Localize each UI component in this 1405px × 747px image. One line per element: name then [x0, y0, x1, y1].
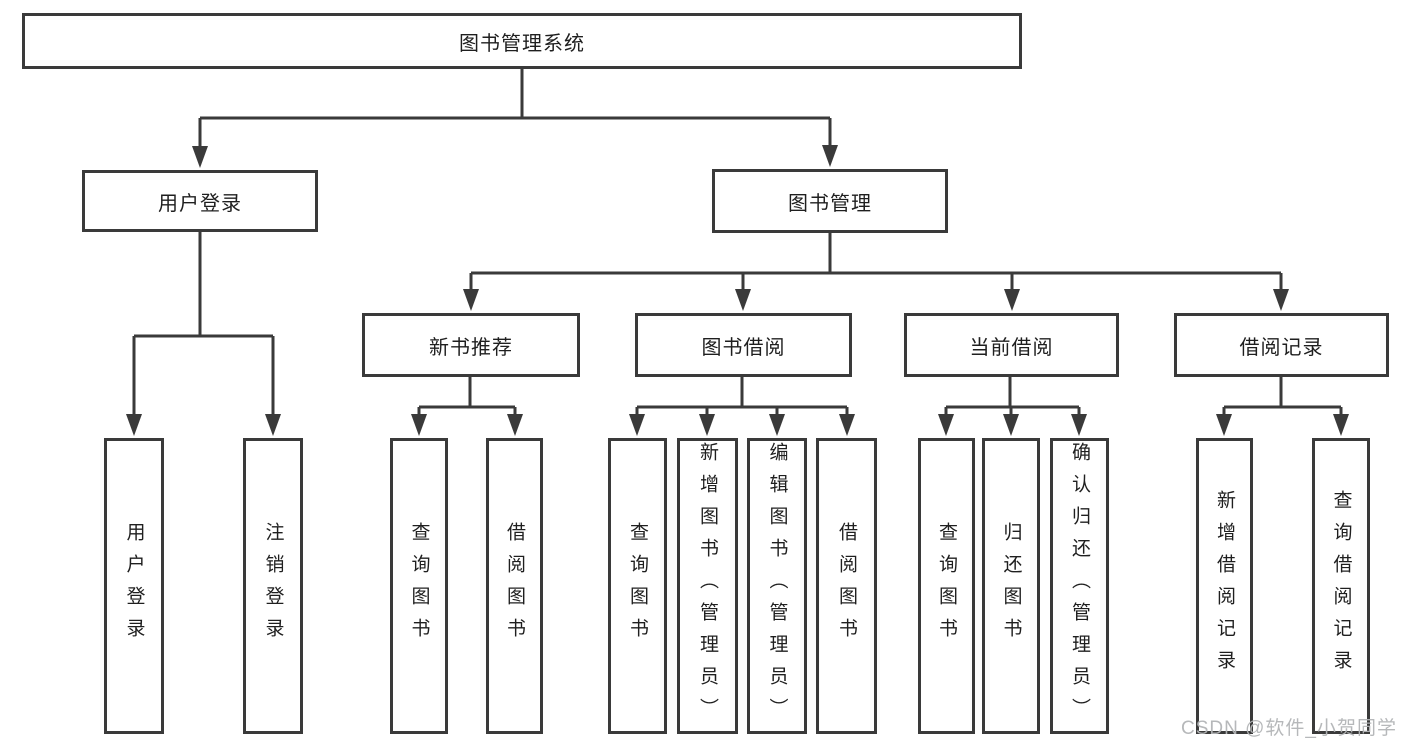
node-label: 借阅记录 — [1239, 336, 1324, 359]
leaf-user-login: 用户登录 — [104, 438, 164, 734]
node-book-borrow: 图书借阅 — [635, 313, 852, 377]
node-label: 用户登录 — [158, 192, 242, 215]
leaf-query-books-recommend: 查询图书 — [390, 438, 448, 734]
watermark: CSDN @软件_小贺同学 — [1181, 718, 1397, 739]
node-label: 查询借阅记录 — [1330, 490, 1352, 682]
node-label: 借阅图书 — [504, 522, 525, 650]
node-new-book-recommend: 新书推荐 — [362, 313, 580, 377]
node-user-login: 用户登录 — [82, 170, 318, 232]
node-label: 图书管理系统 — [459, 32, 585, 55]
node-label: 图书借阅 — [701, 336, 786, 359]
node-label: 查询图书 — [408, 522, 430, 650]
node-label: 注销登录 — [262, 522, 284, 650]
leaf-borrow-books-recommend: 借阅图书 — [486, 438, 543, 734]
node-label: 新书推荐 — [429, 336, 513, 359]
leaf-query-books-borrow: 查询图书 — [608, 438, 667, 734]
node-label: 确认归还（管理员） — [1069, 442, 1090, 730]
leaf-add-books-admin: 新增图书（管理员） — [677, 438, 738, 734]
node-book-management: 图书管理 — [712, 169, 948, 233]
node-label: 编辑图书（管理员） — [766, 442, 788, 730]
node-label: 归还图书 — [1000, 522, 1022, 650]
node-label: 新增借阅记录 — [1214, 490, 1235, 682]
node-label: 当前借阅 — [969, 336, 1054, 359]
node-label: 借阅图书 — [836, 522, 857, 650]
leaf-logout: 注销登录 — [243, 438, 303, 734]
leaf-query-borrow-record: 查询借阅记录 — [1312, 438, 1370, 734]
leaf-edit-books-admin: 编辑图书（管理员） — [747, 438, 807, 734]
leaf-query-books-current: 查询图书 — [918, 438, 975, 734]
node-label: 图书管理 — [788, 192, 872, 215]
node-library-management-system: 图书管理系统 — [22, 13, 1022, 69]
leaf-return-books: 归还图书 — [982, 438, 1040, 734]
node-borrow-records: 借阅记录 — [1174, 313, 1389, 377]
node-current-borrow: 当前借阅 — [904, 313, 1119, 377]
node-label: 查询图书 — [627, 522, 648, 650]
node-label: 用户登录 — [123, 522, 145, 650]
leaf-confirm-return-admin: 确认归还（管理员） — [1050, 438, 1109, 734]
node-label: 查询图书 — [936, 522, 957, 650]
node-label: 新增图书（管理员） — [697, 442, 718, 730]
leaf-add-borrow-record: 新增借阅记录 — [1196, 438, 1253, 734]
leaf-borrow-books: 借阅图书 — [816, 438, 877, 734]
